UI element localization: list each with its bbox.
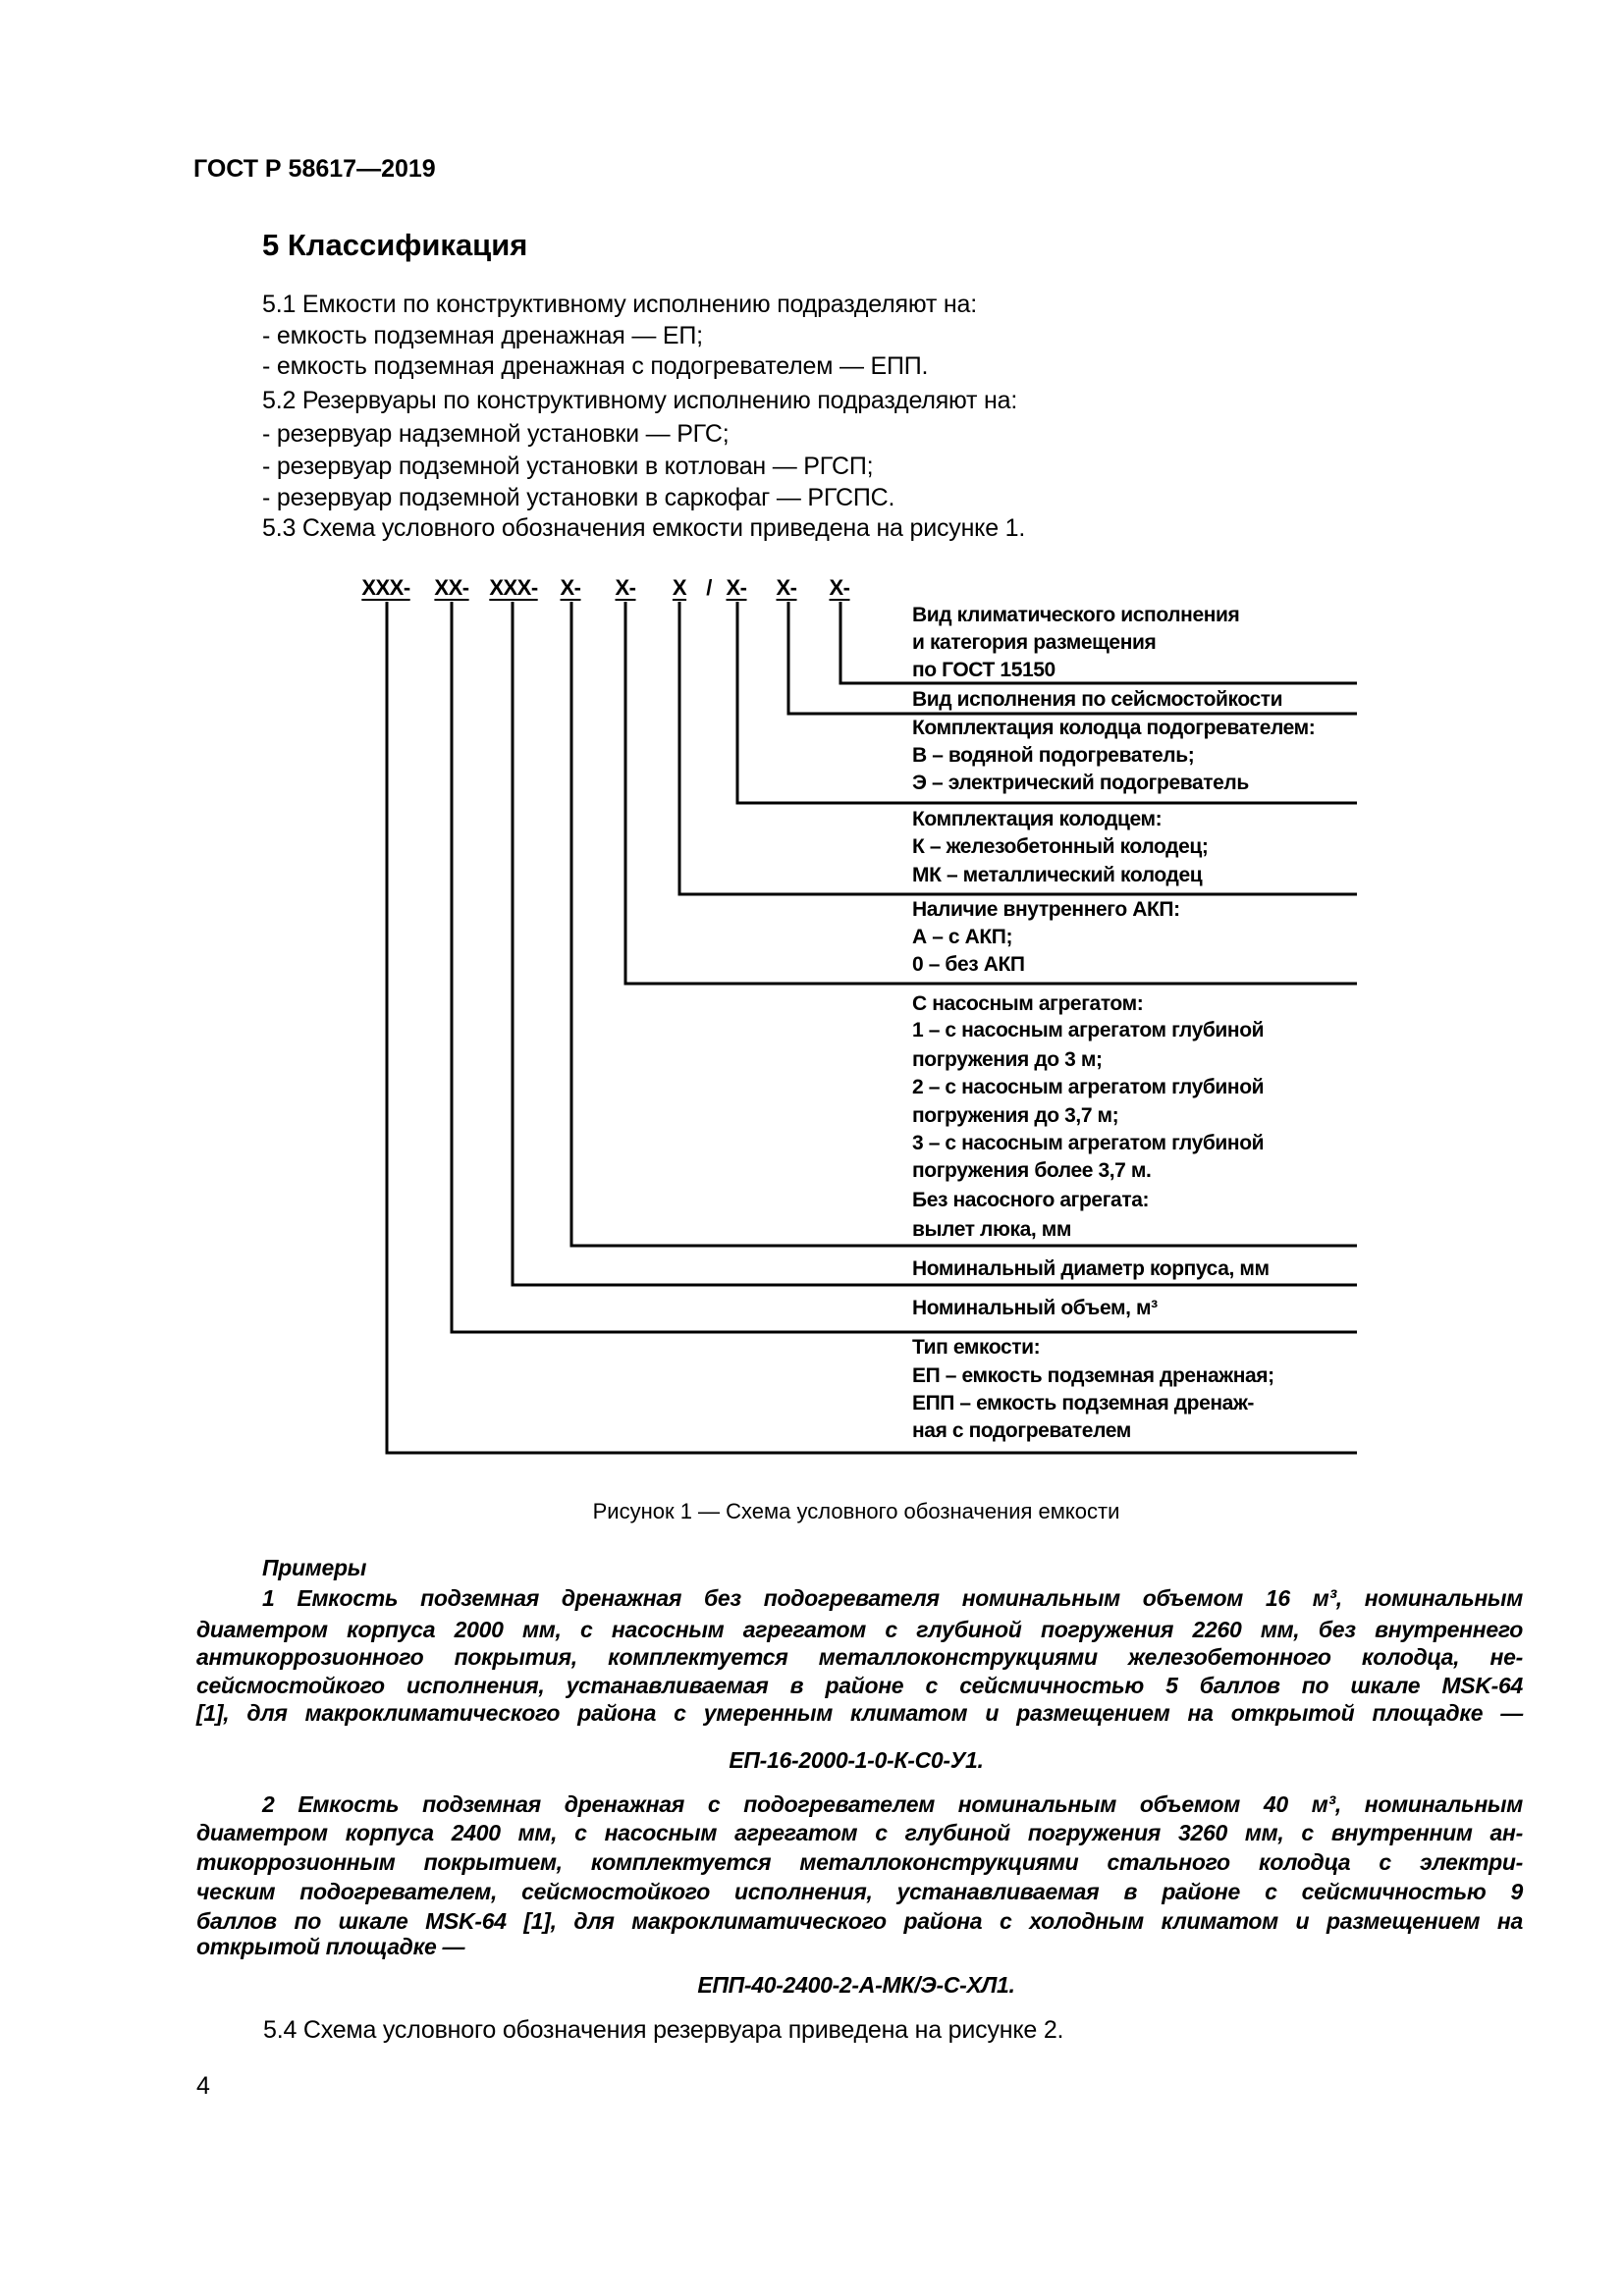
example-text-line: диаметром корпуса 2400 мм, с насосным аг… (196, 1820, 1523, 1845)
code-segment: X- (560, 575, 582, 600)
code-segment: X- (726, 575, 748, 600)
example-text-line: [1], для макроклиматического района с ум… (196, 1700, 1523, 1726)
section-title: 5 Классификация (262, 228, 528, 262)
examples-title: Примеры (262, 1555, 367, 1580)
legend-line: В – водяной подогреватель; (912, 744, 1195, 767)
legend-line: Номинальный объем, м³ (912, 1297, 1158, 1319)
legend-line: МК – металлический колодец (912, 864, 1203, 886)
closing-paragraph: 5.4 Схема условного обозначения резервуа… (263, 2016, 1064, 2044)
paragraph-line: - резервуар подземной установки в саркоф… (262, 484, 895, 511)
legend-line: 0 – без АКП (912, 953, 1025, 976)
legend-line: 2 – с насосным агрегатом глубиной (912, 1076, 1265, 1098)
designation-scheme-diagram (385, 602, 1357, 1455)
legend-line: вылет люка, мм (912, 1218, 1072, 1241)
example-text-line: антикоррозионного покрытия, комплектуетс… (196, 1644, 1523, 1670)
legend-line: погружения до 3 м; (912, 1048, 1103, 1071)
legend-line: погружения более 3,7 м. (912, 1159, 1152, 1182)
example-text-line: 2 Емкость подземная дренажная с подогрев… (262, 1791, 1523, 1817)
example-text-line: тикоррозионным покрытием, комплектуется … (196, 1849, 1523, 1875)
legend-line: Номинальный диаметр корпуса, мм (912, 1257, 1270, 1280)
legend-line: Тип емкости: (912, 1336, 1041, 1359)
paragraph-line: 5.2 Резервуары по конструктивному исполн… (262, 387, 1018, 414)
page-number: 4 (196, 2072, 210, 2100)
legend-line: Э – электрический подогреватель (912, 772, 1249, 794)
paragraph-line: - резервуар подземной установки в котлов… (262, 453, 874, 480)
code-segment: XX- (434, 575, 469, 600)
legend-line: и категория размещения (912, 631, 1157, 654)
legend-line: Без насосного агрегата: (912, 1189, 1150, 1211)
example-designation-code: ЕП-16-2000-1-0-К-С0-У1. (729, 1747, 984, 1773)
paragraph-line: 5.1 Емкости по конструктивному исполнени… (262, 291, 977, 318)
code-segment: XXX- (489, 575, 538, 600)
paragraph-line: - емкость подземная дренажная — ЕП; (262, 322, 703, 349)
code-segment: XXX- (361, 575, 410, 600)
paragraph-line: - резервуар надземной установки — РГС; (262, 420, 730, 448)
example-text-line: ческим подогревателем, сейсмостойкого ис… (196, 1879, 1523, 1904)
example-text-line: диаметром корпуса 2000 мм, с насосным аг… (196, 1617, 1523, 1642)
example-text-line: баллов по шкале MSK-64 [1], для макрокли… (196, 1908, 1523, 1934)
example-designation-code: ЕПП-40-2400-2-А-МК/Э-С-ХЛ1. (697, 1972, 1015, 1998)
legend-line: погружения до 3,7 м; (912, 1104, 1119, 1127)
legend-line: Вид климатического исполнения (912, 604, 1240, 626)
legend-line: Комплектация колодцем: (912, 808, 1163, 830)
example-text-line: 1 Емкость подземная дренажная без подогр… (262, 1585, 1523, 1611)
paragraph-line: - емкость подземная дренажная с подогрев… (262, 352, 929, 380)
legend-line: ная с подогревателем (912, 1419, 1131, 1442)
legend-line: Комплектация колодца подогревателем: (912, 717, 1316, 739)
document-header: ГОСТ Р 58617—2019 (193, 155, 436, 183)
example-text-line: сейсмостойкого исполнения, устанавливаем… (196, 1673, 1523, 1698)
legend-line: по ГОСТ 15150 (912, 659, 1056, 681)
legend-line: ЕПП – емкость подземная дренаж- (912, 1392, 1255, 1415)
code-segment: X- (615, 575, 637, 600)
legend-line: Вид исполнения по сейсмостойкости (912, 688, 1283, 711)
paragraph-line: 5.3 Схема условного обозначения емкости … (262, 514, 1026, 542)
legend-line: А – с АКП; (912, 926, 1013, 948)
legend-line: ЕП – емкость подземная дренажная; (912, 1364, 1274, 1387)
legend-line: 1 – с насосным агрегатом глубиной (912, 1019, 1265, 1041)
legend-line: Наличие внутреннего АКП: (912, 898, 1180, 921)
code-segment: / (706, 575, 712, 600)
figure-caption: Рисунок 1 — Схема условного обозначения … (592, 1499, 1120, 1523)
legend-line: К – железобетонный колодец; (912, 835, 1209, 858)
legend-line: С насосным агрегатом: (912, 992, 1144, 1015)
example-text-line: открытой площадке — (196, 1934, 465, 1959)
legend-line: 3 – с насосным агрегатом глубиной (912, 1132, 1265, 1154)
code-segment: X- (776, 575, 798, 600)
code-segment: X (672, 575, 687, 600)
code-segment: X- (829, 575, 851, 600)
